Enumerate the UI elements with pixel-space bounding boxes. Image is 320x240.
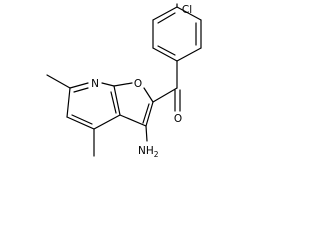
- bond-c2-c3: [145, 101, 154, 127]
- bond-n-c7a: [101, 82, 115, 87]
- atom-label-amine-main: NH: [138, 145, 154, 157]
- bond-c4-c5: [66, 116, 95, 130]
- bond-c7a-o: [113, 82, 133, 87]
- bond-ph3-ph4-inner: [157, 12, 176, 24]
- bond-c7a-c3a-inner: [110, 91, 117, 114]
- bond-c6-n: [69, 82, 89, 89]
- bond-c3-c3a: [119, 114, 147, 127]
- bond-ph4-ph5: [176, 6, 202, 21]
- bond-c6-methyl: [46, 74, 71, 89]
- bond-c7a-c3a: [113, 85, 121, 116]
- bond-ph1-ph2-inner: [157, 45, 176, 56]
- bond-layer: [46, 3, 202, 157]
- atom-label-chlorine: Cl: [182, 4, 192, 16]
- atom-label-oxygen-ring: O: [134, 78, 142, 90]
- bond-c5-c6: [66, 87, 71, 118]
- atom-label-layer: N O O Cl NH2: [91, 4, 192, 159]
- bond-c3-nh2: [145, 125, 148, 142]
- molecule-diagram: N O O Cl NH2: [46, 3, 202, 159]
- atom-label-oxygen-carbonyl: O: [174, 113, 182, 125]
- bond-c2-c3-inner: [142, 103, 150, 124]
- bond-c4-c5-inner: [71, 114, 93, 125]
- structure-canvas: N O O Cl NH2: [46, 3, 202, 159]
- bond-c2-carbonyl: [152, 87, 178, 103]
- bond-ph3-ph4: [152, 6, 178, 21]
- bond-o-c2: [143, 87, 154, 103]
- atom-label-nitrogen: N: [91, 78, 99, 90]
- bond-c6-n-inner: [73, 87, 89, 93]
- bond-ph6-ph1: [176, 47, 202, 62]
- atom-label-amine-subscript: 2: [154, 150, 159, 159]
- bond-ph1-ph2: [152, 47, 178, 62]
- atom-label-amine: NH2: [138, 145, 159, 159]
- bond-c3a-c4: [93, 114, 121, 130]
